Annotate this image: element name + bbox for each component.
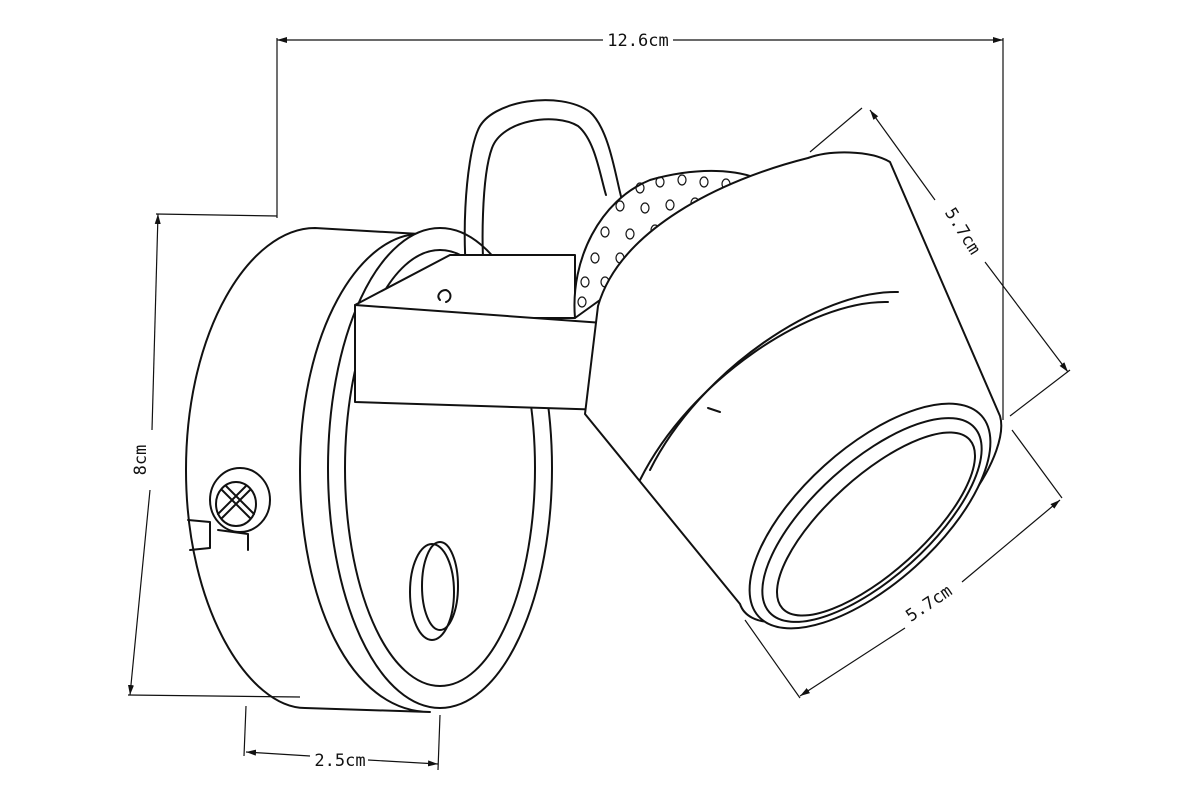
depth-dimension: 2.5cm bbox=[243, 705, 441, 771]
toggle-switch bbox=[409, 541, 459, 641]
shade-diameter-dimension-label: 5.7cm bbox=[902, 581, 956, 626]
width-dimension-label: 12.6cm bbox=[607, 31, 668, 51]
phillips-screw-icon bbox=[209, 467, 271, 551]
depth-dimension-label: 2.5cm bbox=[314, 751, 365, 771]
spotlight-shade bbox=[584, 151, 1003, 630]
height-dimension-label: 8cm bbox=[131, 445, 151, 476]
shade-length-dimension-label: 5.7cm bbox=[940, 204, 984, 258]
height-dimension: 8cm bbox=[127, 213, 301, 698]
width-dimension: 12.6cm bbox=[276, 28, 1004, 420]
